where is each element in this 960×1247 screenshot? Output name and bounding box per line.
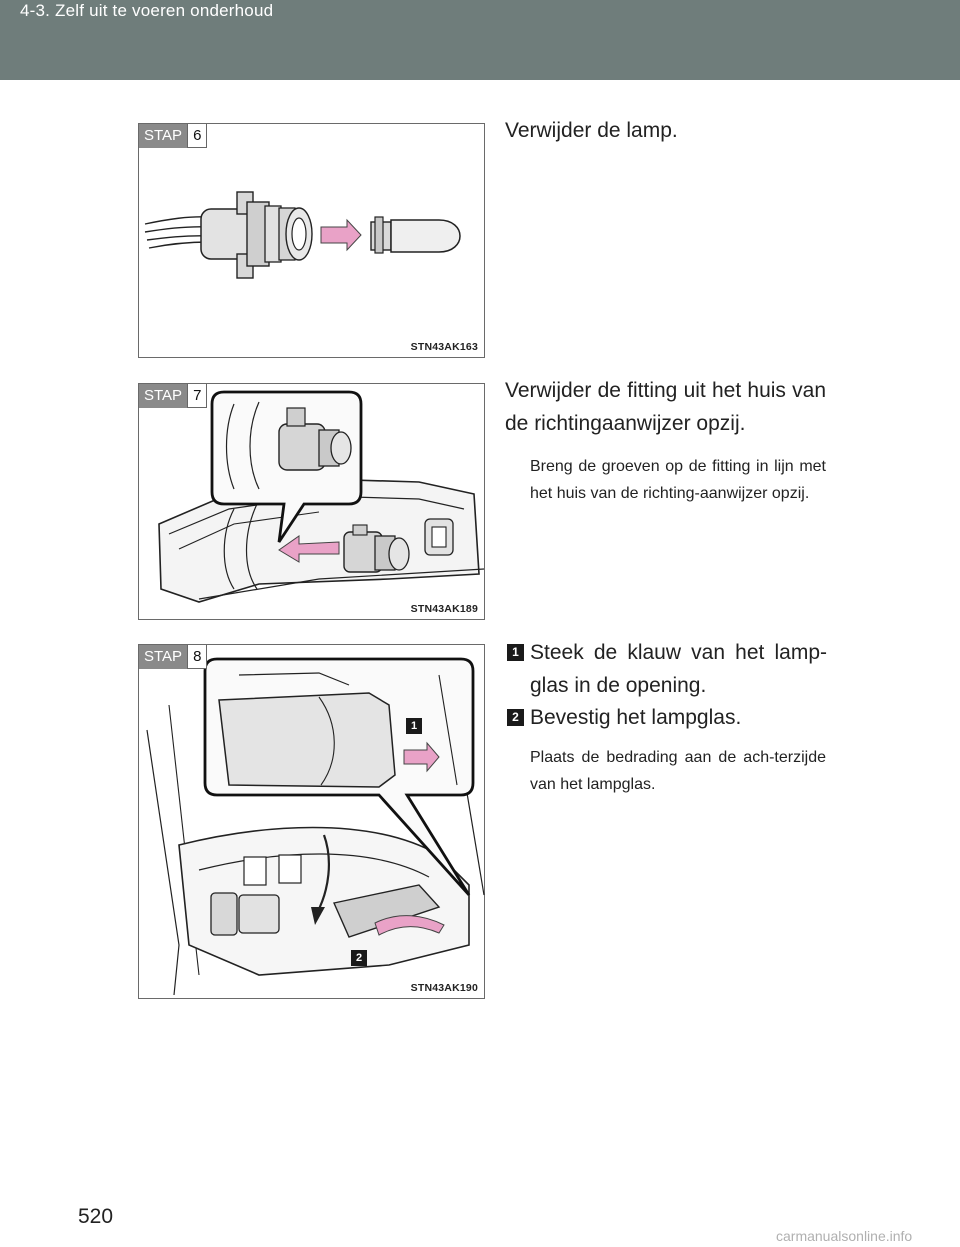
- step-label: STAP: [139, 384, 188, 408]
- socket-removal-illustration: [158, 390, 485, 603]
- step-label: STAP: [139, 124, 188, 148]
- step-number: 7: [187, 384, 208, 408]
- step-8-item-2: 2 Bevestig het lampglas.: [507, 701, 827, 737]
- step-7-note: Breng de groeven op de fitting in lijn m…: [530, 458, 826, 502]
- figure-code: STN43AK190: [410, 982, 478, 994]
- figure-step-7: STAP 7 STN43AK189: [138, 383, 485, 620]
- figure-step-8: 1 2 STAP 8 STN43AK190: [138, 644, 485, 999]
- figure-code: STN43AK189: [410, 603, 478, 615]
- figure-step-6: STAP 6 STN43AK163: [138, 123, 485, 358]
- step-8-item-1: 1 Steek de klauw van het lamp-glas in de…: [507, 636, 827, 706]
- step-number: 6: [187, 124, 208, 148]
- item-marker: 1: [507, 644, 524, 661]
- step-tag: STAP 8: [139, 645, 208, 669]
- callout-2: 2: [351, 950, 367, 966]
- step-6-instruction: Verwijder de lamp.: [505, 119, 678, 142]
- step-number: 8: [187, 645, 208, 669]
- step-tag: STAP 6: [139, 124, 208, 148]
- step-label: STAP: [139, 645, 188, 669]
- page-number: 520: [78, 1205, 114, 1228]
- item-marker: 2: [507, 709, 524, 726]
- lens-installation-illustration: [146, 657, 485, 996]
- step-tag: STAP 7: [139, 384, 208, 408]
- header-bar: 4-3. Zelf uit te voeren onderhoud: [0, 0, 960, 80]
- step-8-note: Plaats de bedrading aan de ach-terzijde …: [530, 749, 826, 793]
- footer-watermark: carmanualsonline.info: [776, 1228, 913, 1244]
- callout-1: 1: [406, 718, 422, 734]
- item-text: Steek de klauw van het lamp-glas in de o…: [530, 641, 827, 697]
- bulb-removal-illustration: [144, 191, 461, 279]
- figure-code: STN43AK163: [410, 341, 478, 353]
- section-title: 4-3. Zelf uit te voeren onderhoud: [20, 1, 274, 20]
- item-text: Bevestig het lampglas.: [530, 706, 742, 729]
- step-7-instruction: Verwijder de fitting uit het huis van de…: [505, 379, 826, 435]
